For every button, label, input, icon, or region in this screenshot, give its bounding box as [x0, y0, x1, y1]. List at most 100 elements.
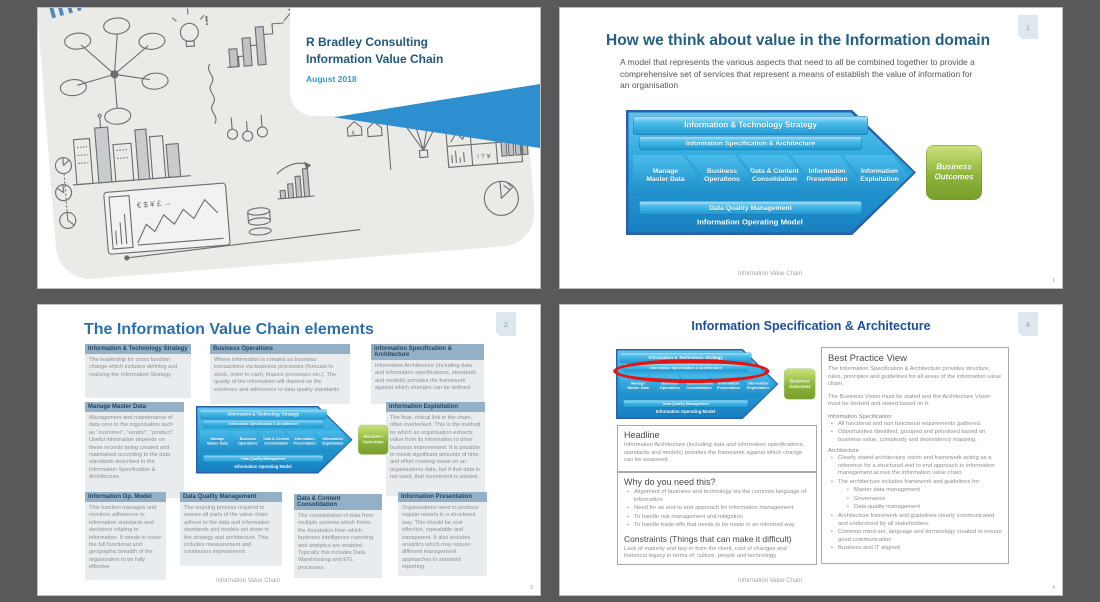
- element-box-body: Management and maintenance of data core …: [85, 412, 184, 498]
- slide-title: Information Specification & Architecture: [691, 319, 931, 333]
- chevron-label: Operations: [704, 175, 740, 183]
- chevron-label: Consolidation: [264, 441, 289, 446]
- element-box-title: Data Quality Management: [180, 492, 282, 502]
- chevron-label: Manage: [631, 380, 646, 386]
- chevron-label: Information: [294, 436, 315, 441]
- element-box-body: The consolidation of data from multiple …: [294, 510, 382, 578]
- operating-model-label: Information Operating Model: [697, 218, 803, 227]
- value-chain-diagram: Information & Technology Strategy Inform…: [613, 349, 816, 419]
- constraints-body: Lack of maturity and buy-in from the cli…: [624, 545, 787, 560]
- architecture-bullet: Common mind-set, language and terminolog…: [830, 529, 1002, 544]
- architecture-bullet: The architecture includes framework and …: [830, 479, 1002, 512]
- outcome-label: Outcomes: [788, 384, 811, 390]
- element-box-body: The ongoing process required to ensure a…: [180, 502, 282, 566]
- element-box-data-quality: Data Quality Management The ongoing proc…: [180, 492, 282, 566]
- constraints-title: Constraints (Things that can make it dif…: [624, 533, 792, 544]
- headline-title: Headline: [624, 430, 660, 440]
- deck-date: August 2018: [306, 73, 357, 84]
- element-box-title: Information & Technology Strategy: [85, 344, 191, 354]
- best-practice-title: Best Practice View: [828, 353, 908, 364]
- architecture-sub-bullet: Master data management: [846, 487, 1002, 495]
- element-box-title: Information Exploitation: [386, 402, 485, 412]
- element-box-business-operations: Business Operations Where information is…: [210, 344, 350, 404]
- slide-subtitle: A model that represents the various aspe…: [620, 57, 975, 91]
- slide-1-title[interactable]: 2 372 !: [38, 8, 540, 288]
- why-constraints-box: Why do you need this? Alignment of busin…: [617, 472, 817, 565]
- chevron-label: Presentation: [717, 385, 741, 390]
- chevron-label: Exploitation: [322, 441, 344, 446]
- chevron-label: Information: [808, 166, 846, 175]
- element-box-spec-architecture: Information Specification & Architecture…: [371, 344, 484, 404]
- chevron-label: Information: [322, 436, 343, 441]
- element-box-information-presentation: Information Presentation Organisations n…: [398, 492, 487, 576]
- slide-4-spec-architecture[interactable]: 4 Information Specification & Architectu…: [560, 305, 1062, 595]
- chevron-label: Presentation: [293, 441, 316, 446]
- architecture-bullet: Business and IT aligned: [830, 545, 1002, 553]
- red-highlight-ellipse: [613, 359, 770, 384]
- element-box-information-exploitation: Information Exploitation The final, crit…: [386, 402, 485, 496]
- chevron-label: Operations: [238, 441, 258, 446]
- element-box-information-op-model: Information Op. Model This function mana…: [85, 492, 166, 580]
- spec-bullet: Opportunities identified, grouped and pr…: [830, 429, 1002, 444]
- chevron-label: Master Data: [206, 441, 228, 446]
- element-box-strategy: Information & Technology Strategy The le…: [85, 344, 191, 398]
- chevron-label: Data & Content: [263, 436, 290, 441]
- data-quality-bar: Data Quality Management: [203, 455, 324, 463]
- spec-architecture-bar: Information Specification & Architecture: [639, 136, 862, 150]
- slide-3-elements[interactable]: 2 The Information Value Chain elements I…: [38, 305, 540, 595]
- element-box-manage-master-data: Manage Master Data Management and mainte…: [85, 402, 184, 498]
- best-practice-paragraph: The Business Vision must be stated and t…: [828, 393, 991, 408]
- slide-number-badge: 1: [1018, 15, 1038, 39]
- architecture-bullet: Architecture framework and guidelines cl…: [830, 513, 1002, 528]
- element-box-body: This function manages and monitors adher…: [85, 502, 166, 580]
- architecture-heading: Architecture: [828, 448, 859, 455]
- spec-bullet-list: All functional and non functional requir…: [830, 421, 1002, 445]
- spec-heading: Information Specification: [828, 413, 892, 420]
- architecture-sub-bullet: Governance: [846, 496, 1002, 504]
- value-chain-diagram: Information & Technology Strategy Inform…: [196, 406, 389, 474]
- spec-architecture-bar: Information Specification & Architecture: [203, 420, 324, 428]
- outcome-label: Outcomes: [934, 173, 974, 182]
- chevron-label: Business: [706, 166, 738, 175]
- element-box-title: Manage Master Data: [85, 402, 184, 412]
- slide-title: The Information Value Chain elements: [84, 321, 374, 338]
- chevron-label: Operations: [659, 385, 680, 390]
- spec-bullet: All functional and non functional requir…: [830, 421, 1002, 429]
- chevron-label: Exploitation: [860, 175, 899, 183]
- outcome-label: Business: [363, 434, 383, 440]
- chevron-label: Master Data: [646, 175, 685, 183]
- element-box-body: The leadership for cross function change…: [85, 354, 191, 398]
- chevron-label: Master Data: [627, 385, 649, 390]
- page-number: 4: [1052, 585, 1055, 591]
- architecture-sub-bullet: Data quality management: [846, 504, 1002, 512]
- why-bullet: To handle risk management and mitigation: [626, 514, 810, 522]
- element-box-data-content-consolidation: Data & Content Consolidation The consoli…: [294, 494, 382, 578]
- chevron-label: Exploitation: [747, 385, 769, 390]
- element-box-title: Information Specification & Architecture: [371, 344, 484, 360]
- chevron-label: Presentation: [806, 175, 848, 183]
- element-box-body: The final, critical link in the chain, o…: [386, 412, 485, 496]
- architecture-sub-list: Master data management Governance Data q…: [846, 487, 1002, 512]
- why-title: Why do you need this?: [624, 477, 716, 487]
- slide-2-value-model[interactable]: 1 How we think about value in the Inform…: [560, 8, 1062, 288]
- chevron-label: Data & Content: [750, 166, 799, 175]
- why-bullet: Need for an end to end approach for info…: [626, 505, 810, 513]
- best-practice-paragraph: The Information Specification & Architec…: [828, 366, 1002, 388]
- chevron-label: Manage: [210, 436, 225, 441]
- operating-model-label: Information Operating Model: [655, 409, 716, 415]
- chevron-label: Business: [661, 380, 679, 386]
- why-bullet: To handle trade-offs that needs to be ma…: [626, 522, 810, 530]
- data-quality-bar: Data Quality Management: [639, 201, 862, 215]
- chevron-label: Manage: [652, 166, 679, 175]
- slide-title: How we think about value in the Informat…: [606, 32, 991, 49]
